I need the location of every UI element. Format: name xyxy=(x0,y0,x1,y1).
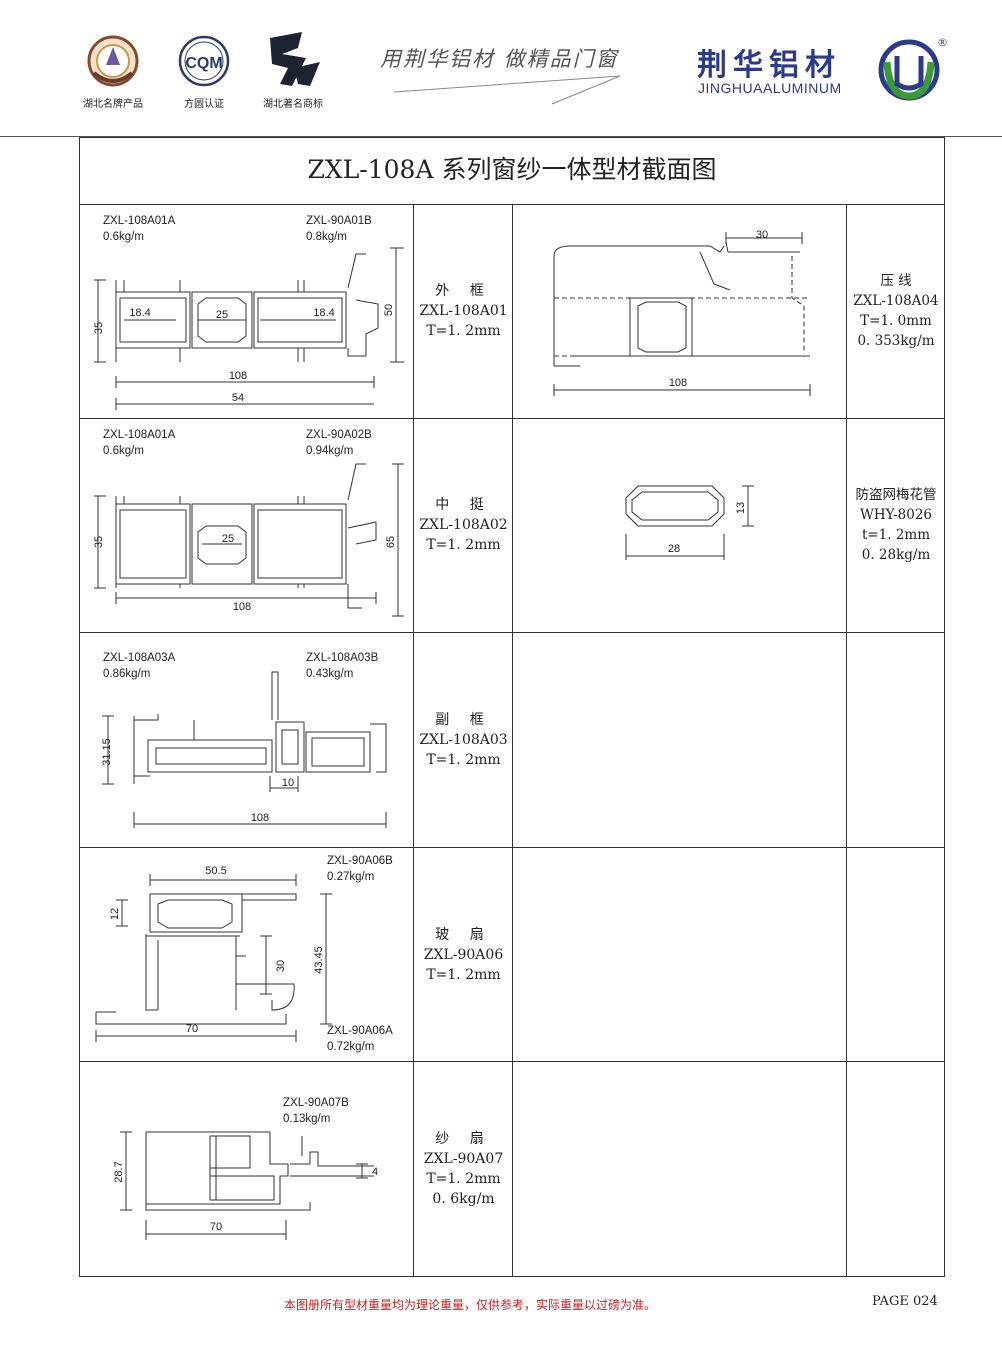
brand-name-cn: 荆华铝材 xyxy=(697,48,841,83)
hubei-brand-badge-icon xyxy=(87,35,139,87)
pressing-line-description: 压 线 ZXL-108A04 T=1. 0mm 0. 353kg/m xyxy=(853,273,939,349)
svg-text:108: 108 xyxy=(233,601,251,613)
brand-slogan: 用荆华铝材 做精品门窗 xyxy=(380,47,619,71)
svg-text:18.4: 18.4 xyxy=(129,307,150,319)
column-divider xyxy=(846,204,847,1277)
slogan-underline-swoosh xyxy=(393,75,621,105)
svg-text:28: 28 xyxy=(668,543,680,555)
svg-text:30: 30 xyxy=(275,960,287,972)
header-divider xyxy=(0,136,1002,137)
profile-description: 副 框 ZXL-108A03 T=1. 2mm xyxy=(419,712,508,768)
svg-text:25: 25 xyxy=(216,309,228,321)
pressing-line-section-drawing: 30 108 xyxy=(553,229,811,396)
mullion-section-drawing: 35 65 25 108 xyxy=(93,463,404,617)
page-title: ZXL-108A 系列窗纱一体型材截面图 xyxy=(307,155,717,184)
svg-text:13: 13 xyxy=(735,502,747,514)
svg-text:4: 4 xyxy=(372,1166,378,1178)
cert-label-trademark: 湖北著名商标 xyxy=(263,99,323,110)
outer-frame-section-drawing: 35 50 18.4 25 18.4 108 54 xyxy=(93,247,404,410)
profile-description: 玻 扇 ZXL-90A06 T=1. 2mm xyxy=(423,927,504,983)
brand-name-en: JINGHUAALUMINUM xyxy=(698,80,842,96)
cert-label-hubei: 湖北名牌产品 xyxy=(83,99,143,110)
brand-logo-icon xyxy=(878,39,940,101)
cert-label-cqm: 方圆认证 xyxy=(184,99,224,110)
weight-disclaimer: 本图册所有型材重量均为理论重量，仅供参考，实际重量以过磅为准。 xyxy=(283,1298,656,1312)
registered-mark: ® xyxy=(937,36,948,49)
column-divider xyxy=(413,204,414,1277)
svg-text:31.15: 31.15 xyxy=(101,738,113,766)
svg-text:108: 108 xyxy=(669,377,687,389)
screen-sash-section-drawing: 28.7 4 70 xyxy=(113,1131,378,1240)
glass-sash-section-drawing: 50.5 12 30 43.45 70 xyxy=(95,865,332,1042)
svg-text:65: 65 xyxy=(385,536,397,548)
svg-text:28.7: 28.7 xyxy=(113,1161,125,1182)
svg-text:30: 30 xyxy=(756,229,768,241)
svg-text:CQM: CQM xyxy=(185,55,222,72)
svg-text:70: 70 xyxy=(186,1023,198,1035)
svg-text:50.5: 50.5 xyxy=(205,865,226,877)
svg-text:108: 108 xyxy=(229,370,247,382)
page-number: PAGE 024 xyxy=(872,1294,938,1309)
svg-text:12: 12 xyxy=(109,908,121,920)
svg-text:18.4: 18.4 xyxy=(313,307,334,319)
svg-text:108: 108 xyxy=(251,812,269,824)
svg-text:35: 35 xyxy=(93,536,105,548)
profile-description: 中 挺 ZXL-108A02 T=1. 2mm xyxy=(419,497,508,553)
svg-text:25: 25 xyxy=(222,533,234,545)
plum-tube-description: 防盗网梅花管 WHY-8026 t=1. 2mm 0. 28kg/m xyxy=(855,487,937,563)
plum-tube-section-drawing: 13 28 xyxy=(625,485,754,560)
svg-text:35: 35 xyxy=(93,322,105,334)
svg-text:43.45: 43.45 xyxy=(313,946,325,974)
profile-description: 外 框 ZXL-108A01 T=1. 2mm xyxy=(419,283,508,339)
svg-text:50: 50 xyxy=(383,304,395,316)
sub-frame-section-drawing: 31.15 10 108 xyxy=(101,671,387,828)
svg-text:54: 54 xyxy=(232,392,244,404)
profile-description: 纱 扇 ZXL-90A07 T=1. 2mm 0. 6kg/m xyxy=(423,1131,504,1207)
svg-text:10: 10 xyxy=(282,777,294,789)
column-divider xyxy=(512,204,513,1277)
svg-text:70: 70 xyxy=(210,1221,222,1233)
famous-trademark-icon xyxy=(270,32,320,86)
cqm-certification-icon: CQM xyxy=(178,35,230,87)
